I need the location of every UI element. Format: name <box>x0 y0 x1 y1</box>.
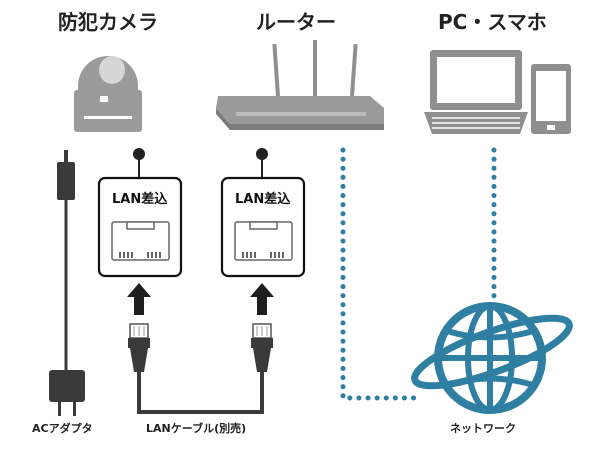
router-network-link <box>340 147 421 401</box>
lan-port-right-label: LAN差込 <box>235 192 291 207</box>
camera-title: 防犯カメラ <box>58 10 158 34</box>
lan-cable-label: LANケーブル(別売) <box>146 422 247 435</box>
ac-adapter-icon <box>49 150 85 416</box>
smartphone-icon <box>531 64 571 134</box>
router-title: ルーター <box>256 10 336 34</box>
globe-network-icon <box>411 302 573 414</box>
arrow-up-icon-right <box>250 283 274 315</box>
security-camera-icon <box>74 56 142 132</box>
laptop-icon <box>424 50 528 134</box>
router-icon <box>216 40 384 130</box>
arrow-up-icon-left <box>127 283 151 315</box>
devices-title: PC・スマホ <box>438 10 547 34</box>
lan-cable-icon <box>128 323 273 414</box>
lan-port-right <box>220 148 306 278</box>
ac-adapter-label: ACアダプタ <box>32 422 93 435</box>
lan-port-left-label: LAN差込 <box>112 192 168 207</box>
lan-port-left <box>97 148 183 278</box>
network-label: ネットワーク <box>450 422 516 435</box>
